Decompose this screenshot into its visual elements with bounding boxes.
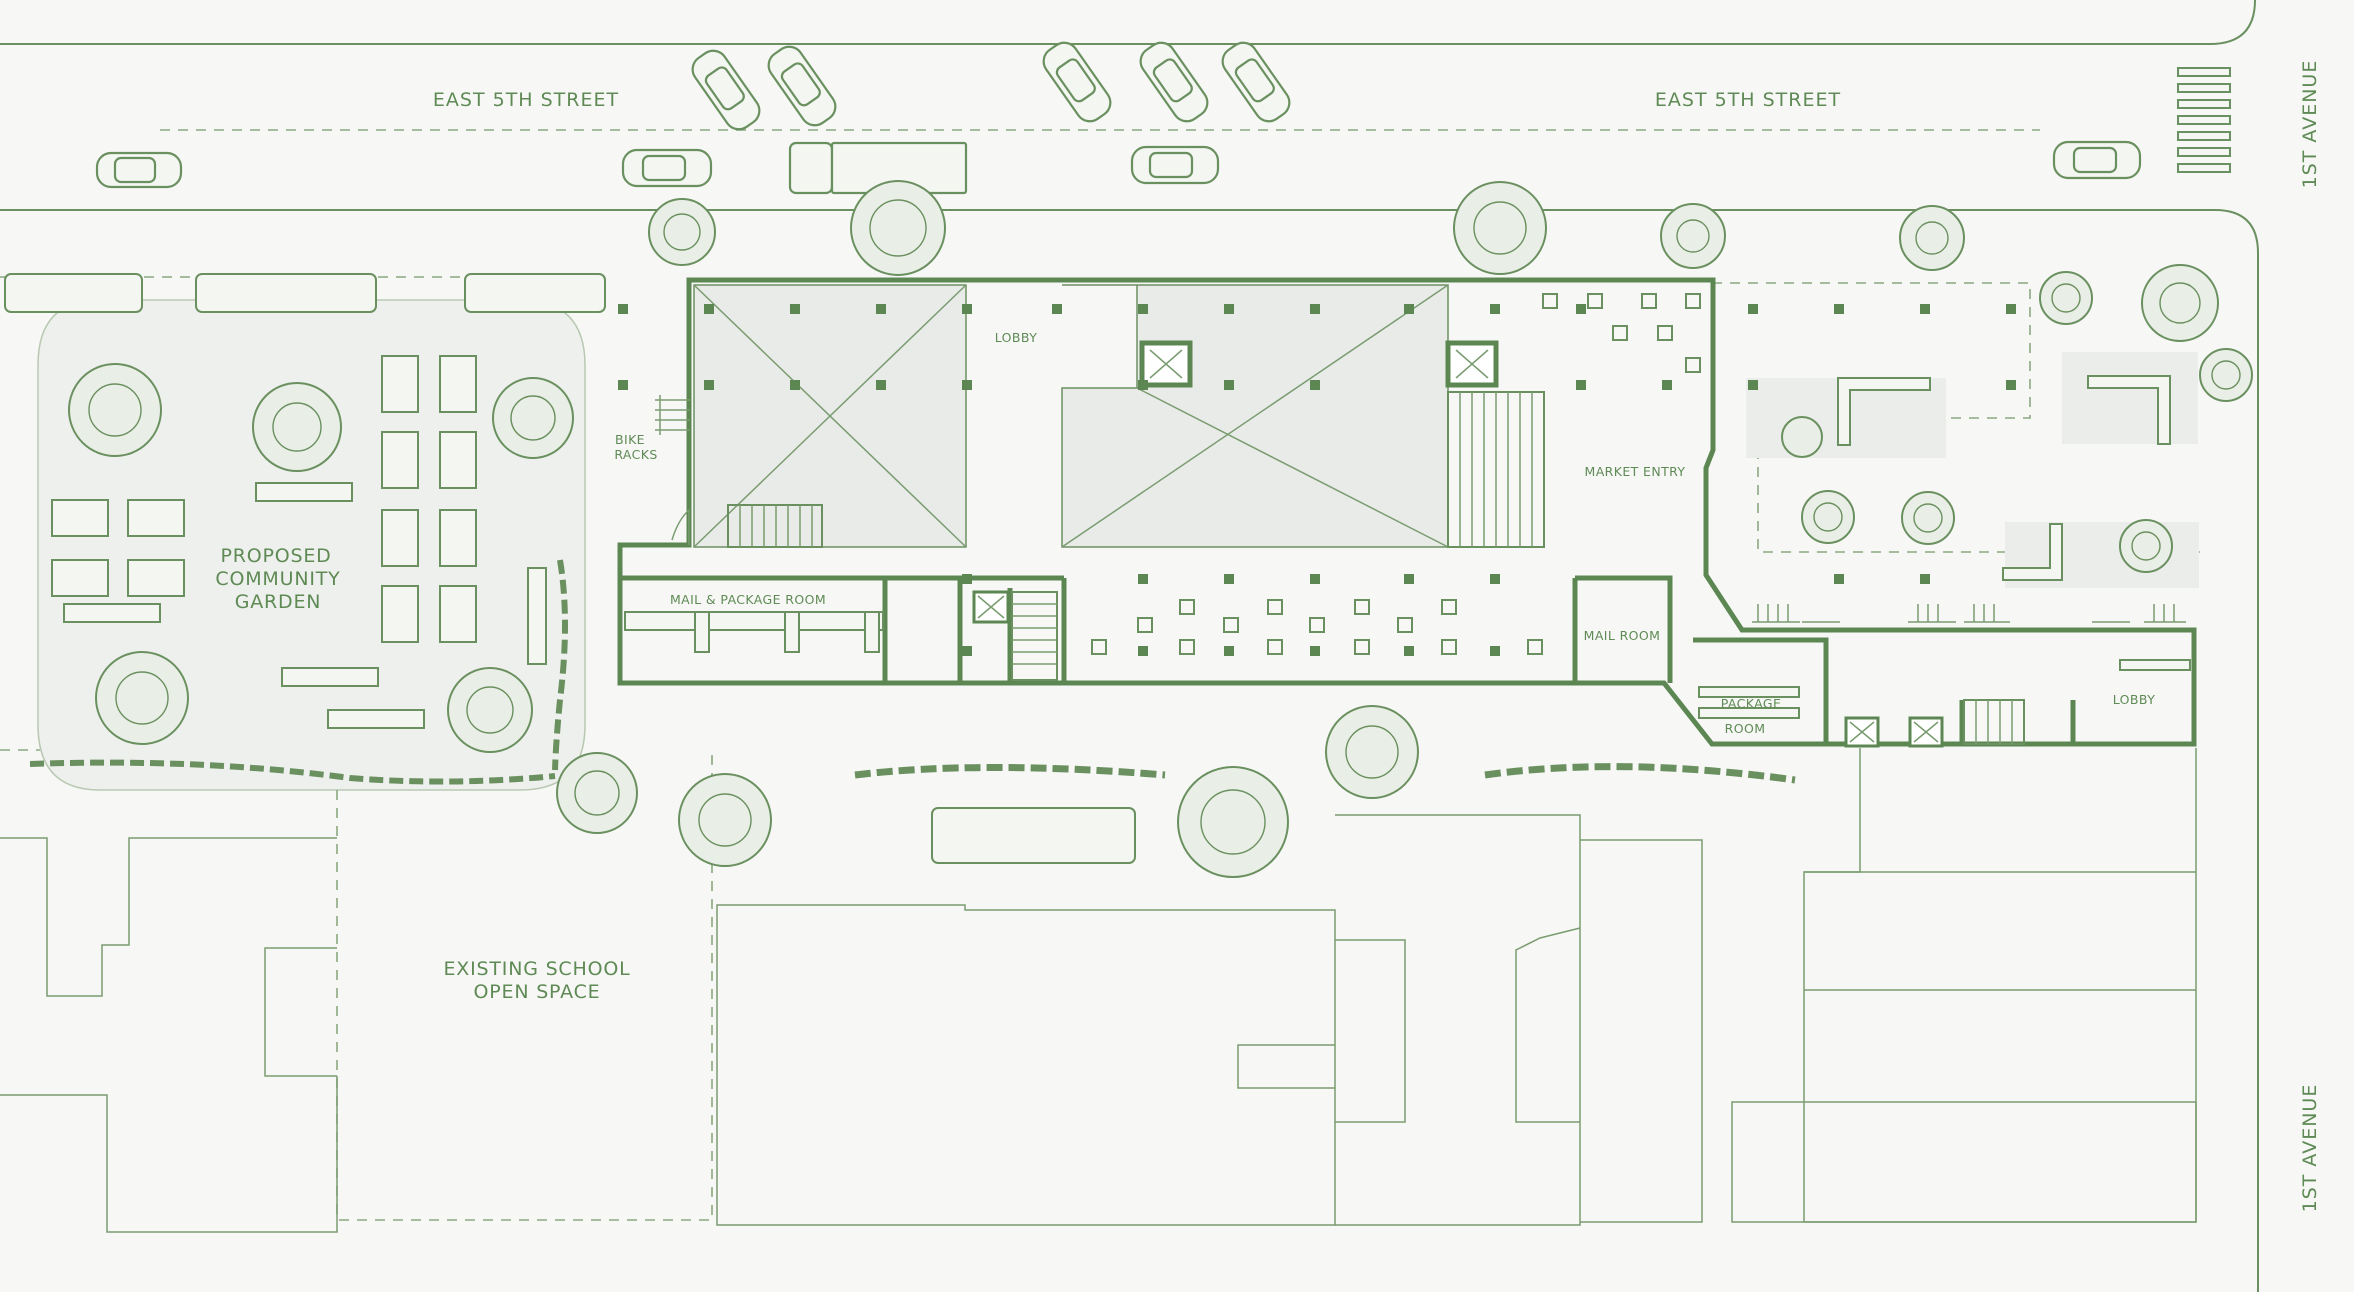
elevator-icon [1139, 340, 1193, 388]
car-7-icon [1042, 41, 1112, 123]
room-label-package-2: ROOM [1725, 721, 1766, 736]
street-label-east-bottom: 1ST AVENUE [2299, 1084, 2321, 1213]
building-footprint [617, 277, 2197, 748]
garden-label-3: GARDEN [235, 591, 322, 613]
tree-icon [1453, 181, 1547, 275]
elevator-icon [1844, 716, 1880, 748]
tree-icon [678, 773, 772, 867]
truck-icon [788, 141, 968, 195]
bike-rack-icon [655, 395, 690, 435]
car-4-icon [2052, 140, 2142, 180]
elevator-icon [1445, 340, 1499, 388]
car-8-icon [1139, 41, 1209, 123]
car-9-icon [1221, 41, 1291, 123]
tree-icon [1660, 203, 1726, 269]
elevator-icon [1908, 716, 1944, 748]
room-label-market-entry: MARKET ENTRY [1585, 464, 1686, 479]
tree-icon [556, 752, 638, 834]
crosswalk [2177, 67, 2231, 173]
car-5-icon [691, 49, 761, 131]
tree-icon [1325, 705, 1419, 799]
tree-icon [68, 363, 162, 457]
room-label-bike-racks-1: BIKE [615, 432, 645, 447]
railings [1752, 604, 2186, 623]
street-trees [648, 180, 1965, 276]
tree-icon [492, 377, 574, 459]
room-label-bike-racks-2: RACKS [614, 447, 657, 462]
room-label-lobby-east: LOBBY [2113, 692, 2155, 707]
tree-icon [648, 198, 716, 266]
street-curbs [0, 0, 2259, 1292]
parked-cars [95, 41, 2142, 195]
stair-icon [727, 504, 823, 548]
tree-icon [2141, 264, 2219, 342]
structural-columns [618, 304, 1672, 656]
room-label-mail-package: MAIL & PACKAGE ROOM [670, 592, 826, 607]
neighbor-buildings [716, 748, 2197, 1226]
tree-icon [1801, 490, 1855, 544]
school-label-1: EXISTING SCHOOL [444, 958, 631, 980]
tree-icon [1899, 205, 1965, 271]
tree-icon [2119, 519, 2173, 573]
room-label-mail-room: MAIL ROOM [1584, 628, 1661, 643]
community-garden [0, 273, 610, 791]
garden-label-1: PROPOSED [220, 545, 331, 567]
stair-icon [1963, 699, 2025, 745]
tree-icon [447, 667, 533, 753]
tree-icon [850, 180, 946, 276]
school-label-2: OPEN SPACE [474, 981, 601, 1003]
tree-icon [1177, 766, 1289, 878]
school-open-space [0, 705, 1796, 1233]
labels: EAST 5TH STREET EAST 5TH STREET 1ST AVEN… [215, 60, 2321, 1213]
tree-icon [1781, 416, 1823, 458]
car-1-icon [95, 151, 183, 189]
street-label-east-top: 1ST AVENUE [2299, 60, 2321, 189]
stair-icon [1011, 591, 1058, 681]
car-3-icon [1130, 145, 1220, 185]
east-plaza [1712, 264, 2253, 588]
tree-icon [252, 382, 342, 472]
elevator-icon [972, 590, 1010, 624]
tree-icon [95, 651, 189, 745]
mail-counters [624, 611, 2191, 719]
cafe-tables [1091, 293, 1701, 655]
stair-icon [1447, 391, 1545, 548]
street-label-north-right: EAST 5TH STREET [1655, 89, 1841, 111]
tree-icon [2039, 271, 2093, 325]
street-label-north-left: EAST 5TH STREET [433, 89, 619, 111]
tree-icon [1901, 491, 1955, 545]
room-label-package-1: PACKAGE [1721, 696, 1782, 711]
tree-icon [2199, 348, 2253, 402]
car-6-icon [767, 45, 837, 127]
room-label-lobby: LOBBY [995, 330, 1037, 345]
car-2-icon [621, 148, 713, 188]
garden-label-2: COMMUNITY [215, 568, 340, 590]
